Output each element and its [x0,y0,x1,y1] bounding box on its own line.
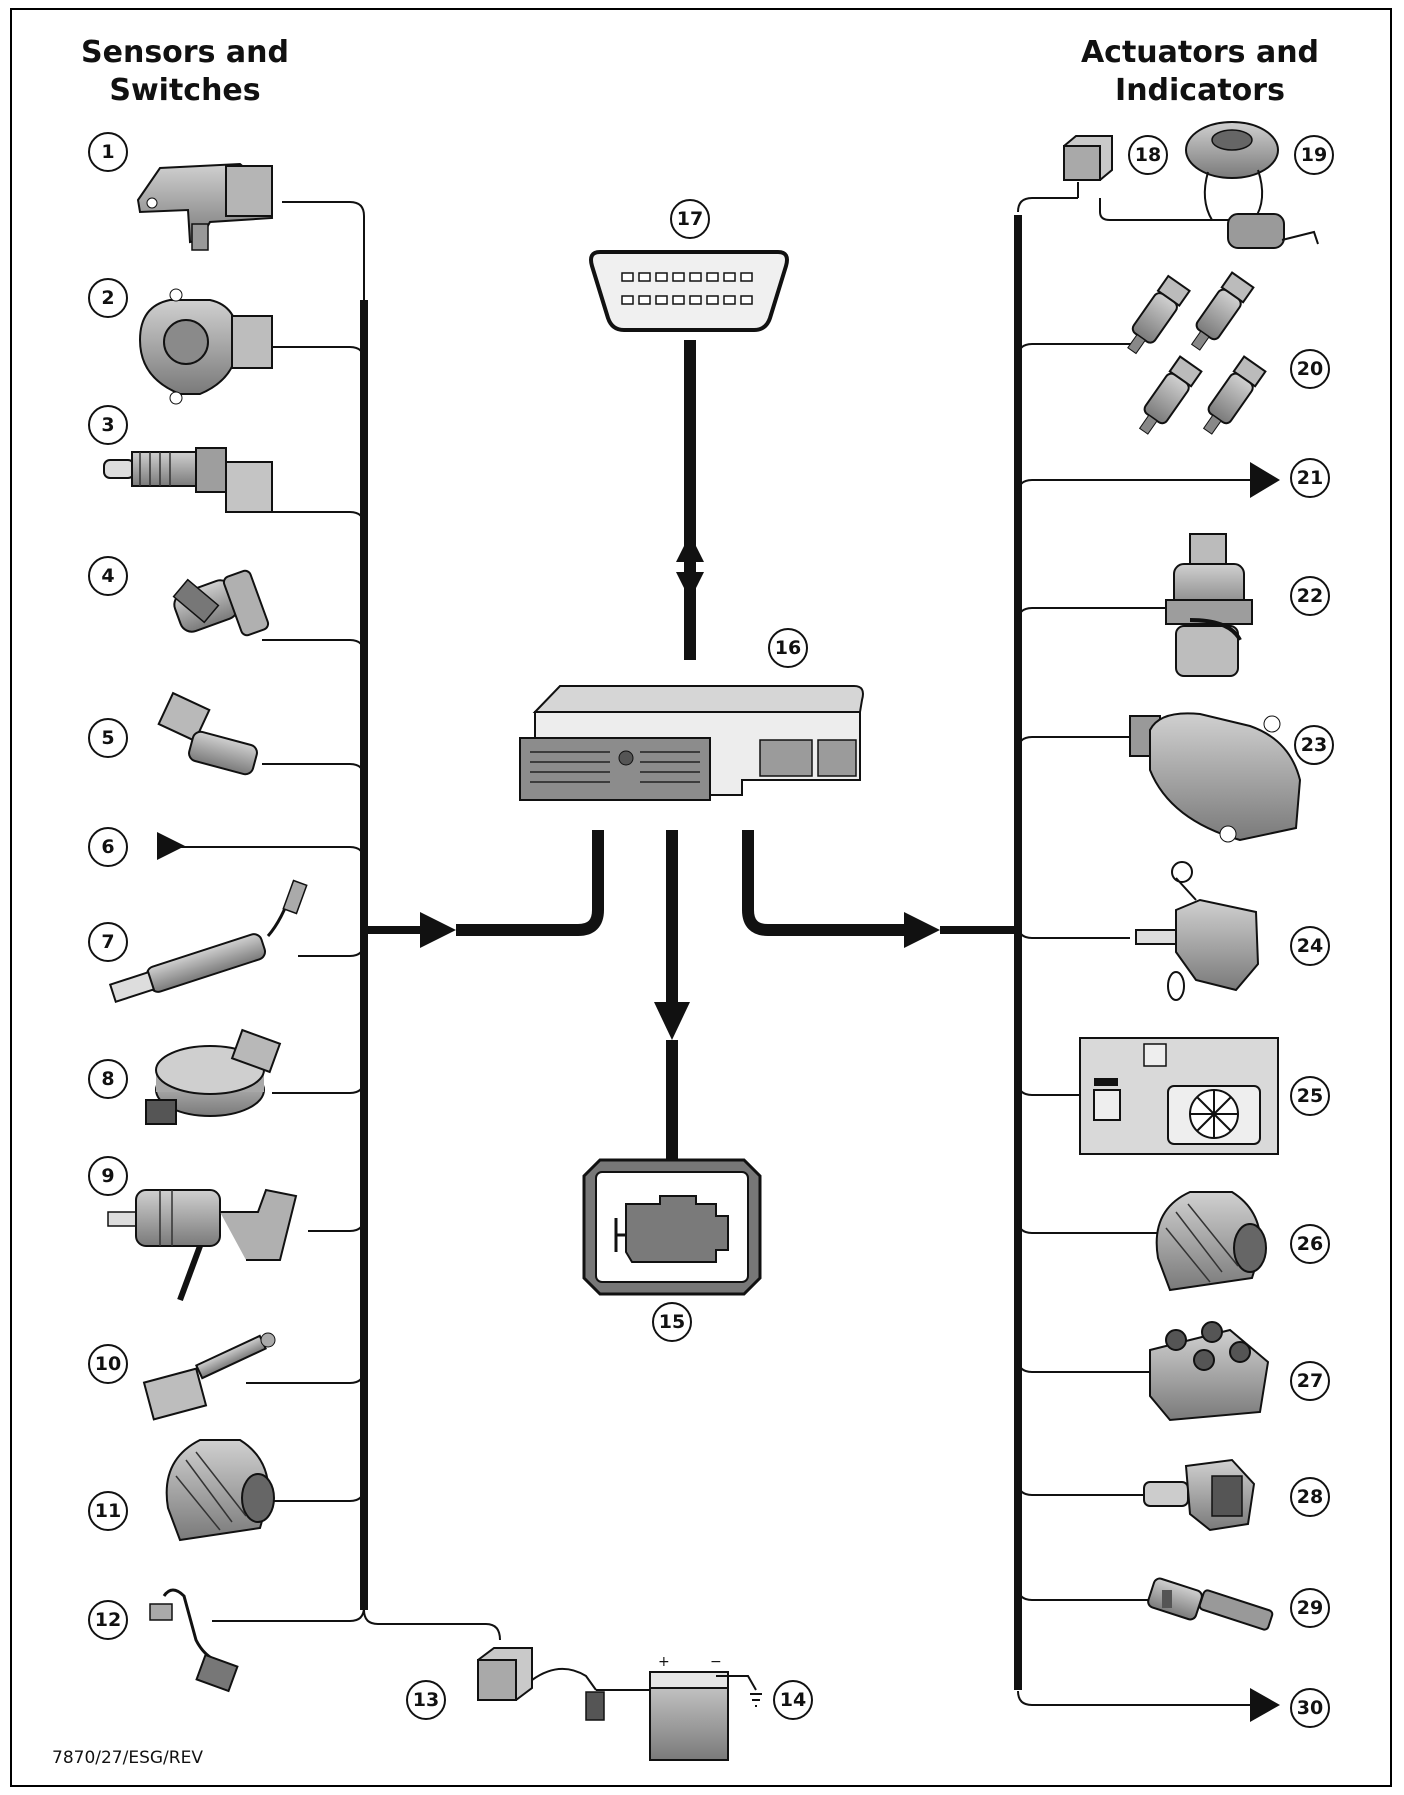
callout-23-number: 23 [1301,734,1327,756]
battery-component: + − [650,1654,762,1760]
alternator-11-component [167,1440,274,1540]
output-path-from-ecu [748,830,908,930]
left-input-arrowhead [420,912,456,948]
callout-27-number: 27 [1297,1370,1323,1392]
engine-arrowhead [654,1002,690,1040]
output-21-arrowhead [1250,462,1280,498]
callout-13-number: 13 [413,1689,439,1711]
alternator-26-component [1157,1192,1266,1290]
callout-25-number: 25 [1297,1085,1323,1107]
callout-28-number: 28 [1297,1486,1323,1508]
callout-24-number: 24 [1297,935,1323,957]
callout-30-number: 30 [1297,1697,1323,1719]
callout-19-number: 19 [1301,144,1327,166]
callout-8-number: 8 [101,1068,114,1090]
callout-26-number: 26 [1297,1233,1323,1255]
callout-18-number: 18 [1135,144,1161,166]
battery-minus-label: − [710,1654,722,1670]
callout-11-number: 11 [95,1500,121,1522]
purge-valve-component [1136,862,1258,1000]
ecu-unit [520,686,863,800]
callout-16-number: 16 [775,637,801,659]
callout-9-number: 9 [101,1165,114,1187]
ignition-coil-component [1150,1322,1268,1420]
output-30-arrowhead [1250,1688,1280,1722]
egr-valve-component [1166,534,1252,676]
solenoid-29-component [1147,1577,1274,1631]
fuel-pump-relay-component [1064,136,1112,180]
callout-21-number: 21 [1297,467,1323,489]
coolant-temp-sensor-component [104,448,272,512]
engine-warning-lamp [584,1160,760,1294]
callout-5-number: 5 [101,727,114,749]
input-path-to-ecu [456,830,598,930]
crank-position-sensor-component [159,693,259,776]
callout-22-number: 22 [1297,585,1323,607]
callout-4-number: 4 [101,565,114,587]
diagnostic-connector [591,252,787,330]
callout-3-number: 3 [101,414,114,436]
knock-sensor-component [150,1590,237,1691]
diagnostic-arrow-up [676,534,704,562]
callout-12-number: 12 [95,1609,121,1631]
right-output-arrowhead [904,912,940,948]
callout-17-number: 17 [677,208,703,230]
main-relay-component [478,1648,660,1720]
map-sensor-component [138,164,272,250]
thermostat-valve-component [1144,1460,1254,1530]
callout-1-number: 1 [101,141,114,163]
callout-14-number: 14 [780,1689,806,1711]
throttle-position-sensor-component [140,289,272,404]
speed-sensor-component [108,1190,296,1300]
input-6-arrowhead [157,832,185,860]
callout-29-number: 29 [1297,1597,1323,1619]
callout-10-number: 10 [95,1353,121,1375]
cooling-fan-panel-component [1080,1038,1278,1154]
callout-7-number: 7 [101,931,114,953]
fuel-pump-component [1186,122,1318,248]
battery-plus-label: + [658,1654,670,1670]
callout-20-number: 20 [1297,358,1323,380]
left-harness [180,202,500,1795]
pressure-switch-component [146,1030,280,1124]
temp-sensor-10-component [144,1333,275,1419]
fuel-injectors-component [1121,273,1265,439]
cam-position-sensor-component [171,569,270,637]
callout-2-number: 2 [101,287,114,309]
callout-15-number: 15 [659,1311,685,1333]
oxygen-sensor-component [110,881,307,1002]
idle-air-valve-component [1130,713,1300,842]
diagnostic-arrow-down [676,572,704,600]
callout-6-number: 6 [101,836,114,858]
